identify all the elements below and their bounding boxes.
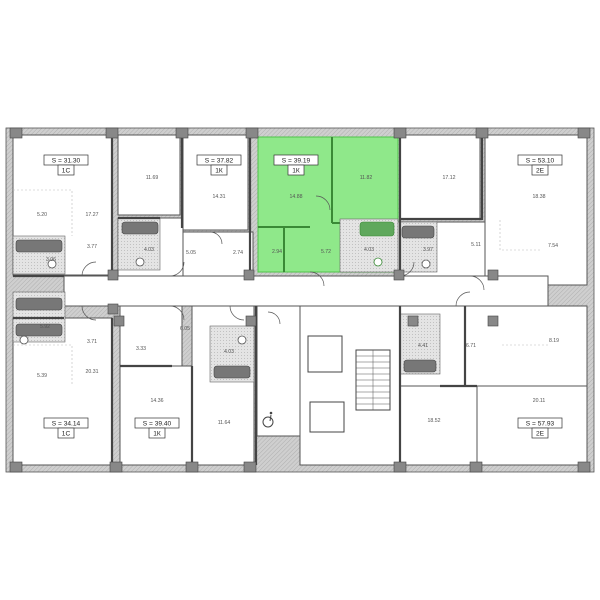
room-area: 14.36 [151, 398, 164, 404]
columns [9, 127, 591, 473]
room-area: 20.11 [533, 398, 546, 404]
badge-type: 2Е [536, 431, 545, 438]
room-area: 5.72 [321, 249, 331, 255]
room-area: 4.41 [418, 343, 428, 349]
room-area: 6.05 [180, 326, 190, 332]
badge-area: S = 53.10 [526, 158, 555, 165]
room-area: 11.82 [360, 175, 373, 181]
room-area: 2.74 [233, 250, 243, 256]
badge-type: 1С [62, 431, 71, 438]
badge-type: 1К [153, 431, 161, 438]
room-area: 3.33 [136, 346, 146, 352]
badge-area: S = 39.19 [282, 158, 311, 165]
room-area: 5.39 [37, 373, 47, 379]
badge-type: 1К [215, 168, 223, 175]
room-area: 8.19 [549, 338, 559, 344]
badge-1c-top[interactable]: S = 31.30 1С [43, 154, 89, 176]
badge-1c-bottom[interactable]: S = 34.14 1С [43, 417, 89, 439]
badge-1k-selected[interactable]: S = 39.19 1К [273, 154, 319, 176]
badge-type: 2Е [536, 168, 545, 175]
room-area: 14.88 [290, 194, 303, 200]
room-area: 3.71 [87, 339, 97, 345]
badge-area: S = 39.40 [143, 421, 172, 428]
badge-2e-top[interactable]: S = 53.10 2Е [517, 154, 563, 176]
badge-2e-bottom[interactable]: S = 57.93 2Е [517, 417, 563, 439]
badge-type: 1К [292, 168, 300, 175]
room-area: 4.03 [364, 247, 374, 253]
badge-1k-top[interactable]: S = 37.82 1К [196, 154, 242, 176]
room-area: 18.38 [533, 194, 546, 200]
room-area: 11.64 [218, 420, 231, 426]
room-area: 6.71 [466, 343, 476, 349]
room-area: 18.52 [428, 418, 441, 424]
apartment-badges: S = 31.30 1С S = 37.82 1К S = 39.19 1К S… [43, 154, 563, 439]
room-area: 14.31 [213, 194, 226, 200]
room-area: 7.54 [548, 243, 558, 249]
room-area: 17.27 [86, 212, 99, 218]
room-area: 5.11 [471, 242, 481, 248]
room-area: 3.06 [46, 257, 56, 263]
badge-area: S = 57.93 [526, 421, 555, 428]
badge-area: S = 37.82 [205, 158, 234, 165]
room-area: 5.05 [186, 250, 196, 256]
badge-1k-bottom[interactable]: S = 39.40 1К [134, 417, 180, 439]
room-area: 11.69 [146, 175, 159, 181]
room-area: 20.31 [86, 369, 99, 375]
room-area-labels: 5.20 17.27 3.77 3.06 11.69 4.03 14.31 5.… [37, 175, 559, 426]
room-area: 4.03 [144, 247, 154, 253]
badge-area: S = 31.30 [52, 158, 81, 165]
room-area: 17.12 [443, 175, 456, 181]
badge-area: S = 34.14 [52, 421, 81, 428]
stair-core [307, 335, 391, 433]
fixtures [15, 221, 437, 379]
badge-type: 1С [62, 168, 71, 175]
room-area: 5.92 [40, 324, 50, 330]
room-area: 3.77 [87, 244, 97, 250]
room-area: 4.03 [224, 349, 234, 355]
wheelchair-icon [262, 411, 274, 428]
room-area: 5.20 [37, 212, 47, 218]
room-area: 2.94 [272, 249, 282, 255]
room-area: 3.97 [423, 247, 433, 253]
